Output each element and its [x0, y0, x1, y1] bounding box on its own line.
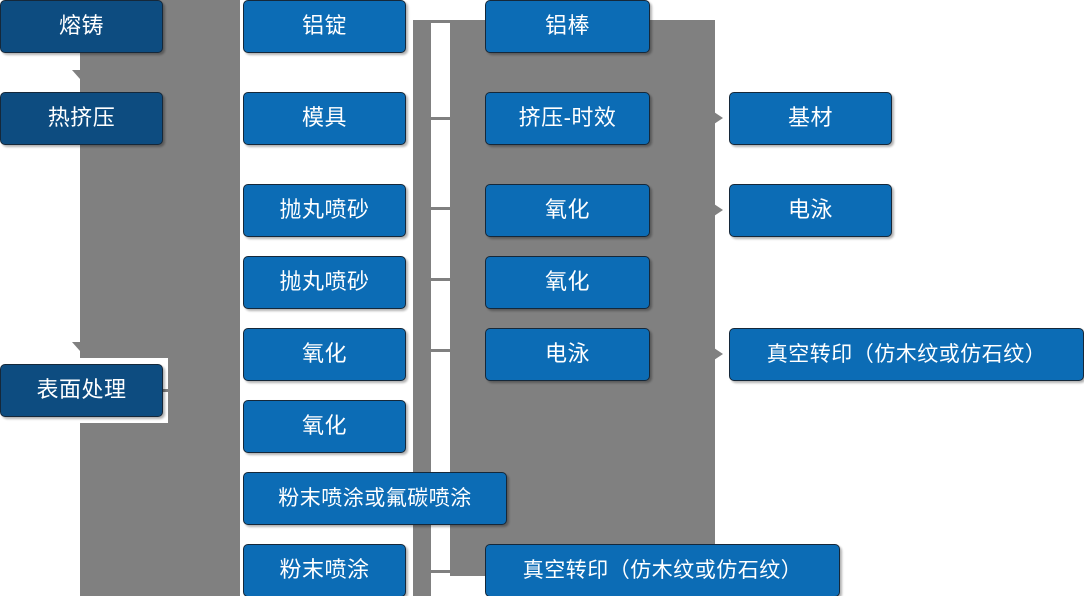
arrow-head-to-electrophoresis	[714, 204, 723, 216]
connector-stub-surface	[163, 389, 185, 392]
node-label: 铝锭	[301, 13, 347, 39]
node-step-oxidation-2[interactable]: 氧化	[243, 400, 406, 453]
node-step-vacuum-transfer-1[interactable]: 真空转印（仿木纹或仿石纹）	[485, 544, 840, 596]
node-stage-surface[interactable]: 表面处理	[0, 364, 163, 417]
node-label: 粉末喷涂	[279, 557, 370, 583]
node-output-electrophoresis[interactable]: 电泳	[729, 184, 892, 237]
arrow-head-to-vacuum-transfer	[714, 348, 723, 360]
node-step-oxidation-4[interactable]: 氧化	[485, 256, 650, 309]
node-label: 表面处理	[36, 377, 127, 403]
node-step-powder-or-pvdf[interactable]: 粉末喷涂或氟碳喷涂	[243, 472, 507, 525]
connector-arrow-to-ingot	[222, 19, 232, 33]
node-stage-hot-extrude[interactable]: 热挤压	[0, 92, 163, 145]
node-label: 电泳	[544, 341, 590, 367]
connector-arrow-to-shotblast-2	[222, 275, 232, 289]
node-label: 真空转印（仿木纹或仿石纹）	[522, 558, 803, 582]
connector-arrow-to-die	[222, 111, 232, 125]
connector-arrow-down-1	[72, 70, 88, 79]
node-step-shot-blast-2[interactable]: 抛丸喷砂	[243, 256, 406, 309]
arrow-line-to-vacuum-transfer	[705, 352, 717, 356]
node-label: 氧化	[544, 269, 590, 295]
node-label: 铝棒	[544, 13, 590, 39]
connector-rail-left	[413, 20, 431, 596]
connector-band-left	[80, 0, 240, 596]
node-label: 模具	[301, 105, 347, 131]
node-step-oxidation-3[interactable]: 氧化	[485, 184, 650, 237]
node-label: 热挤压	[47, 105, 116, 131]
node-step-electrophoresis[interactable]: 电泳	[485, 328, 650, 381]
node-label: 抛丸喷砂	[279, 197, 370, 223]
connector-arrow-to-oxidation-1	[222, 347, 232, 361]
arrow-line-to-base-material	[705, 116, 717, 120]
connector-arrow-down-2	[72, 342, 88, 351]
node-step-aluminum-bar[interactable]: 铝棒	[485, 0, 650, 53]
node-label: 氧化	[301, 341, 347, 367]
node-label: 挤压-时效	[518, 105, 617, 131]
node-label: 熔铸	[58, 13, 104, 39]
connector-rung-1	[431, 20, 453, 23]
node-label: 基材	[787, 105, 833, 131]
connector-rung-4	[431, 278, 453, 281]
node-step-powder-coating[interactable]: 粉末喷涂	[243, 544, 406, 596]
connector-rung-6	[431, 570, 453, 573]
connector-rung-2	[431, 117, 453, 120]
node-label: 电泳	[787, 197, 833, 223]
arrow-line-to-electrophoresis	[705, 208, 717, 212]
node-label: 抛丸喷砂	[279, 269, 370, 295]
node-label: 真空转印（仿木纹或仿石纹）	[766, 342, 1047, 366]
node-output-base-material[interactable]: 基材	[729, 92, 892, 145]
connector-arrow-to-oxidation-2	[222, 419, 232, 433]
node-step-extrude-aging[interactable]: 挤压-时效	[485, 92, 650, 145]
node-step-die[interactable]: 模具	[243, 92, 406, 145]
connector-arrow-to-shotblast-1	[222, 203, 232, 217]
node-output-vacuum-transfer[interactable]: 真空转印（仿木纹或仿石纹）	[729, 328, 1084, 381]
node-label: 氧化	[544, 197, 590, 223]
connector-rung-3	[431, 207, 453, 210]
arrow-head-to-base-material	[714, 112, 723, 124]
connector-arrow-to-powder	[222, 563, 232, 577]
connector-arrow-to-powder-pvdf	[222, 491, 232, 505]
node-label: 氧化	[301, 413, 347, 439]
node-label: 粉末喷涂或氟碳喷涂	[278, 486, 472, 510]
node-step-aluminum-ingot[interactable]: 铝锭	[243, 0, 406, 53]
connector-rung-5	[431, 349, 453, 352]
node-stage-melt-cast[interactable]: 熔铸	[0, 0, 163, 53]
node-step-oxidation-1[interactable]: 氧化	[243, 328, 406, 381]
node-step-shot-blast-1[interactable]: 抛丸喷砂	[243, 184, 406, 237]
